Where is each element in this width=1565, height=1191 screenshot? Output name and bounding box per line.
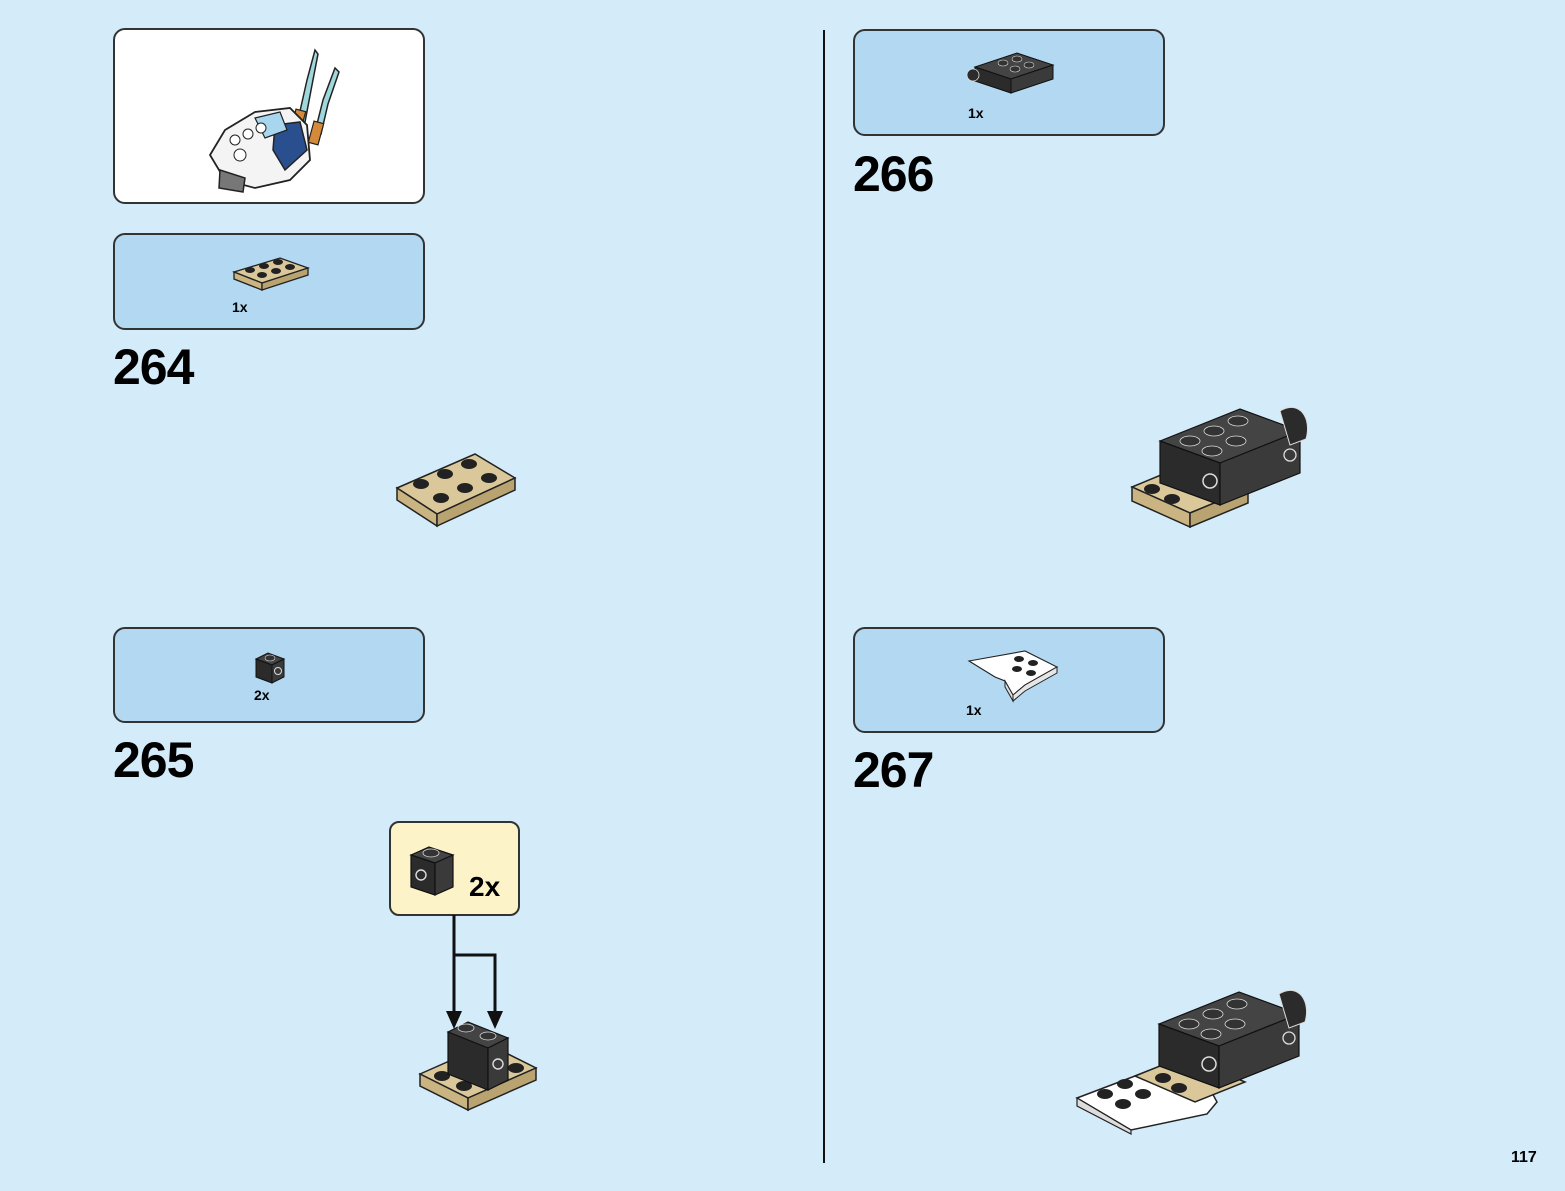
step-265-subassembly-quantity: 2x <box>469 871 501 902</box>
black-clip-brick-icon <box>966 52 1055 94</box>
step-266-number: 266 <box>853 146 934 202</box>
tan-plate-2x3-icon <box>232 257 311 291</box>
black-brick-1x1-icon <box>409 846 455 896</box>
step-267-parts-box: 1x <box>853 627 1165 733</box>
step-266-quantity: 1x <box>968 105 984 121</box>
step-265-quantity: 2x <box>254 687 270 703</box>
step-265-number: 265 <box>113 732 194 788</box>
step-265-assembly-illustration <box>418 1021 538 1112</box>
step-265-arrows <box>446 915 503 1029</box>
model-preview-callout <box>113 28 425 204</box>
step-266-assembly-illustration <box>1130 406 1308 529</box>
step-264-quantity: 1x <box>232 299 248 315</box>
black-brick-1x1-icon <box>254 652 286 684</box>
step-264-number: 264 <box>113 339 194 395</box>
step-265-parts-box: 2x <box>113 627 425 723</box>
page-number: 117 <box>1511 1149 1537 1166</box>
white-wedge-plate-icon <box>967 650 1059 703</box>
step-264-assembly-illustration <box>395 453 517 528</box>
step-265-subassembly-callout: 2x <box>389 821 520 916</box>
step-267-quantity: 1x <box>966 702 982 718</box>
page-divider <box>823 30 825 1163</box>
step-267-assembly-illustration <box>1075 989 1307 1135</box>
step-267-number: 267 <box>853 742 934 798</box>
step-266-parts-box: 1x <box>853 29 1165 136</box>
step-264-parts-box: 1x <box>113 233 425 330</box>
dragon-model-icon <box>208 48 340 193</box>
